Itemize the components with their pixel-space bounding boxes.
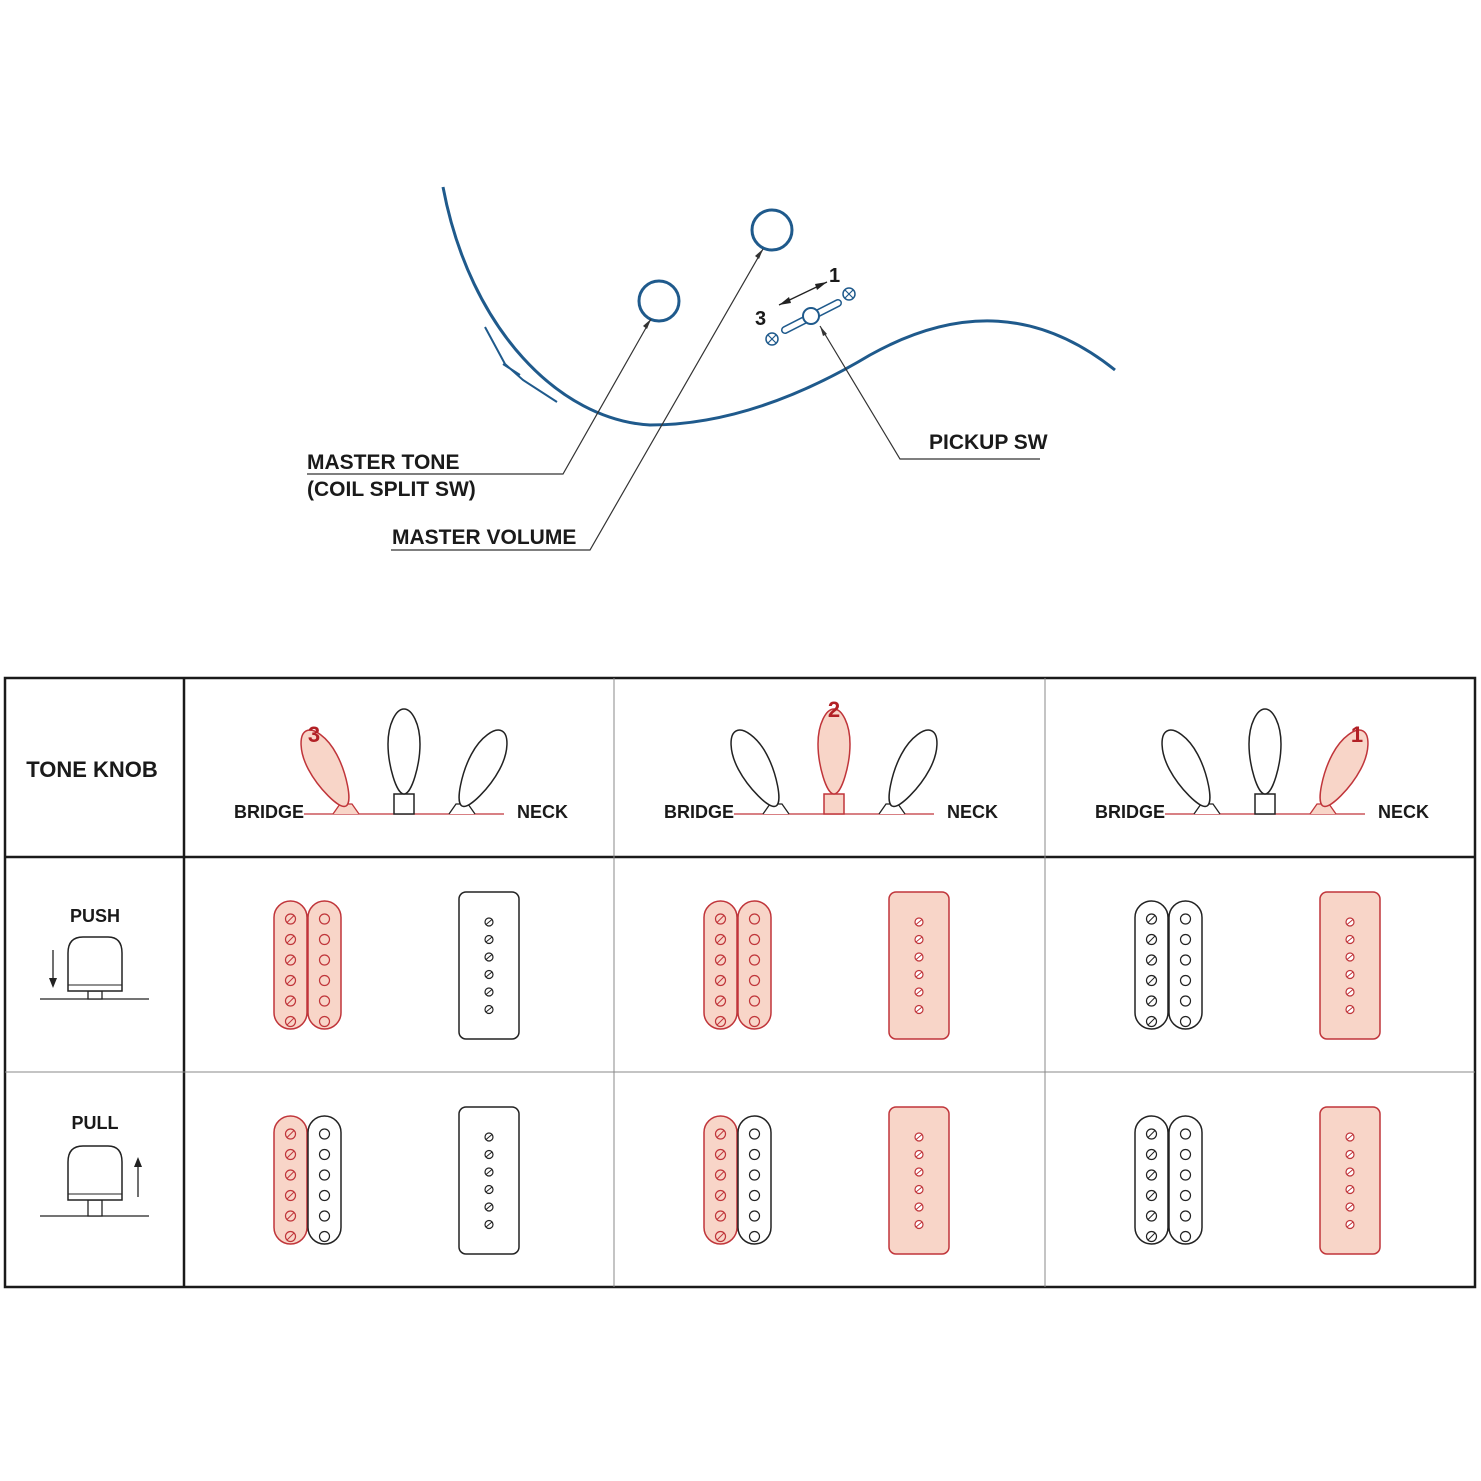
- humbucker-screw-coil: [273, 1115, 308, 1245]
- humbucker-screw-coil: [1134, 1115, 1169, 1245]
- humbucker-slug-coil: [307, 1115, 342, 1245]
- jack-plate: [484, 326, 558, 403]
- switch-screw-icon: [765, 332, 779, 346]
- pull-row-header: PULL: [40, 1113, 149, 1217]
- push-pickup-state: [1134, 891, 1381, 1040]
- p90-neck-pickup: [1319, 1106, 1381, 1255]
- humbucker-slug-coil: [1168, 900, 1203, 1030]
- humbucker-bridge-pickup: [273, 900, 342, 1030]
- selector-lever-neck: [448, 729, 508, 815]
- switch-position-1: 1: [829, 265, 840, 287]
- tone-knob-hole: [637, 279, 681, 323]
- jack-plate-notch: [502, 363, 521, 376]
- p90-neck-pickup: [888, 891, 950, 1040]
- switch-position-number: 3: [308, 722, 320, 747]
- humbucker-bridge-pickup: [703, 900, 772, 1030]
- p90-neck-pickup: [458, 1106, 520, 1255]
- humbucker-slug-coil: [737, 900, 772, 1030]
- leader-lines: [307, 248, 1040, 551]
- p90-neck-pickup: [458, 891, 520, 1040]
- p90-neck-pickup: [1319, 891, 1381, 1040]
- humbucker-bridge-pickup: [1134, 1115, 1203, 1245]
- pickup-switch: 1 3: [755, 265, 856, 346]
- switch-direction-arrow: [778, 281, 828, 306]
- knob-pulled-icon: [40, 1145, 149, 1217]
- selector-lever-middle: [387, 708, 421, 815]
- guitar-body-outline: [441, 186, 1116, 427]
- master-volume-label: MASTER VOLUME: [392, 526, 576, 549]
- neck-label: NECK: [517, 802, 568, 822]
- tone-knob-header: TONE KNOB: [26, 757, 158, 782]
- pickup-sw-label: PICKUP SW: [929, 431, 1048, 454]
- selector-lever-bridge: [1161, 729, 1221, 815]
- selector-lever-neck: [878, 729, 938, 815]
- humbucker-screw-coil: [1134, 900, 1169, 1030]
- bridge-label: BRIDGE: [664, 802, 734, 822]
- humbucker-bridge-pickup: [1134, 900, 1203, 1030]
- selector-lever-bridge: [730, 729, 790, 815]
- pull-label: PULL: [72, 1113, 119, 1133]
- switch-position-number: 2: [828, 697, 840, 722]
- pull-pickup-state: [703, 1106, 950, 1255]
- push-pickup-state: [703, 891, 950, 1040]
- master-tone-label: MASTER TONE: [307, 451, 459, 474]
- neck-label: NECK: [1378, 802, 1429, 822]
- selector-lever-middle: [817, 708, 851, 815]
- table-frame: [3, 676, 1477, 1289]
- selector-lever-neck: [1309, 729, 1369, 815]
- arrow-up-icon: [134, 1157, 142, 1197]
- p90-neck-pickup: [888, 1106, 950, 1255]
- humbucker-screw-coil: [703, 1115, 738, 1245]
- knob-pushed-icon: [40, 936, 149, 1000]
- switch-chart-table: TONE KNOB PUSH PULL: [3, 676, 1477, 1289]
- humbucker-slug-coil: [1168, 1115, 1203, 1245]
- humbucker-bridge-pickup: [273, 1115, 342, 1245]
- pull-pickup-state: [273, 1106, 520, 1255]
- humbucker-slug-coil: [737, 1115, 772, 1245]
- humbucker-screw-coil: [273, 900, 308, 1030]
- selector-lever-bridge: [300, 729, 360, 815]
- push-label: PUSH: [70, 906, 120, 926]
- switch-position-3: 3: [755, 308, 766, 330]
- coil-split-label: (COIL SPLIT SW): [307, 478, 476, 501]
- bridge-label: BRIDGE: [234, 802, 304, 822]
- humbucker-bridge-pickup: [703, 1115, 772, 1245]
- push-pickup-state: [273, 891, 520, 1040]
- arrow-down-icon: [49, 950, 57, 988]
- selector-lever-middle: [1248, 708, 1282, 815]
- guitar-body-diagram: 1 3 MASTER TONE (COIL SPLIT SW) MASTER V…: [307, 186, 1116, 551]
- neck-label: NECK: [947, 802, 998, 822]
- humbucker-screw-coil: [703, 900, 738, 1030]
- pull-pickup-state: [1134, 1106, 1381, 1255]
- humbucker-slug-coil: [307, 900, 342, 1030]
- push-row-header: PUSH: [40, 906, 149, 1000]
- volume-knob-hole: [750, 208, 794, 252]
- switch-position-number: 1: [1351, 722, 1363, 747]
- bridge-label: BRIDGE: [1095, 802, 1165, 822]
- switch-screw-icon: [842, 287, 856, 301]
